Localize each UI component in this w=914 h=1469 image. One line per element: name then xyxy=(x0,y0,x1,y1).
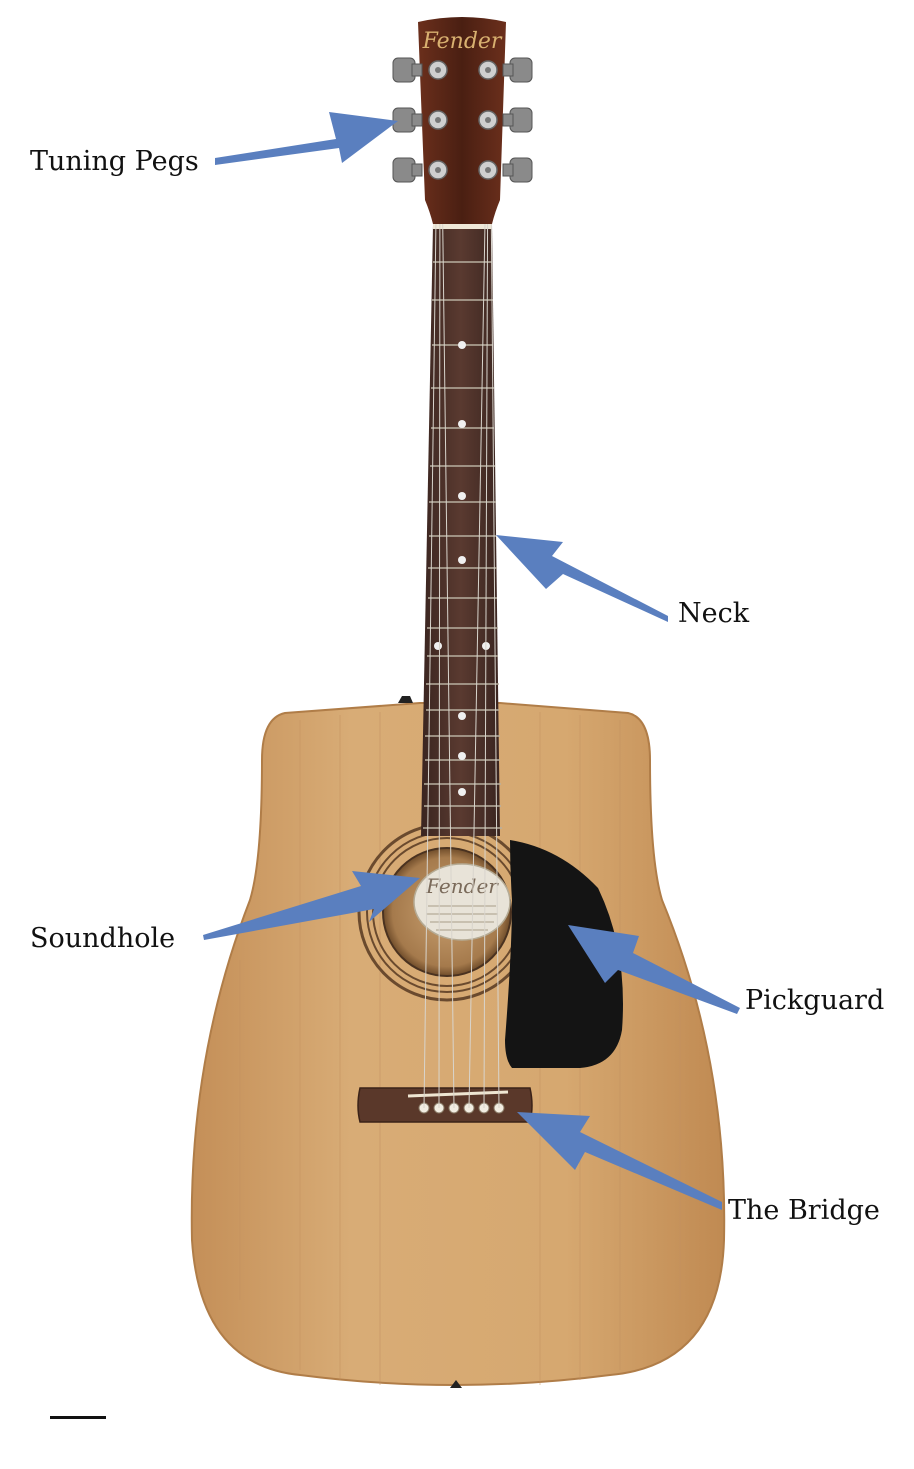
pickguard-label: Pickguard xyxy=(745,985,885,1016)
pickguard xyxy=(505,840,623,1068)
neck xyxy=(421,224,502,836)
soundhole-label: Soundhole xyxy=(30,923,176,954)
label-logo: Fender xyxy=(425,874,499,898)
strings xyxy=(423,69,500,1109)
neck-arrow xyxy=(496,535,668,622)
tuning-pegs xyxy=(392,57,533,183)
bridge-label: The Bridge xyxy=(728,1195,880,1226)
guitar-body xyxy=(190,702,726,1386)
headstock-logo: Fender xyxy=(422,29,503,54)
pickguard-arrow xyxy=(568,925,740,1014)
footer-rule xyxy=(50,1416,106,1419)
bridge xyxy=(357,1087,533,1123)
tuning-pegs-label: Tuning Pegs xyxy=(30,146,199,177)
soundhole-arrow xyxy=(203,871,420,940)
neck-label: Neck xyxy=(678,598,750,629)
fret-markers xyxy=(434,341,490,796)
tuning-pegs-arrow xyxy=(215,112,398,165)
soundhole: Fender xyxy=(357,822,537,1002)
bridge-arrow xyxy=(517,1112,722,1210)
